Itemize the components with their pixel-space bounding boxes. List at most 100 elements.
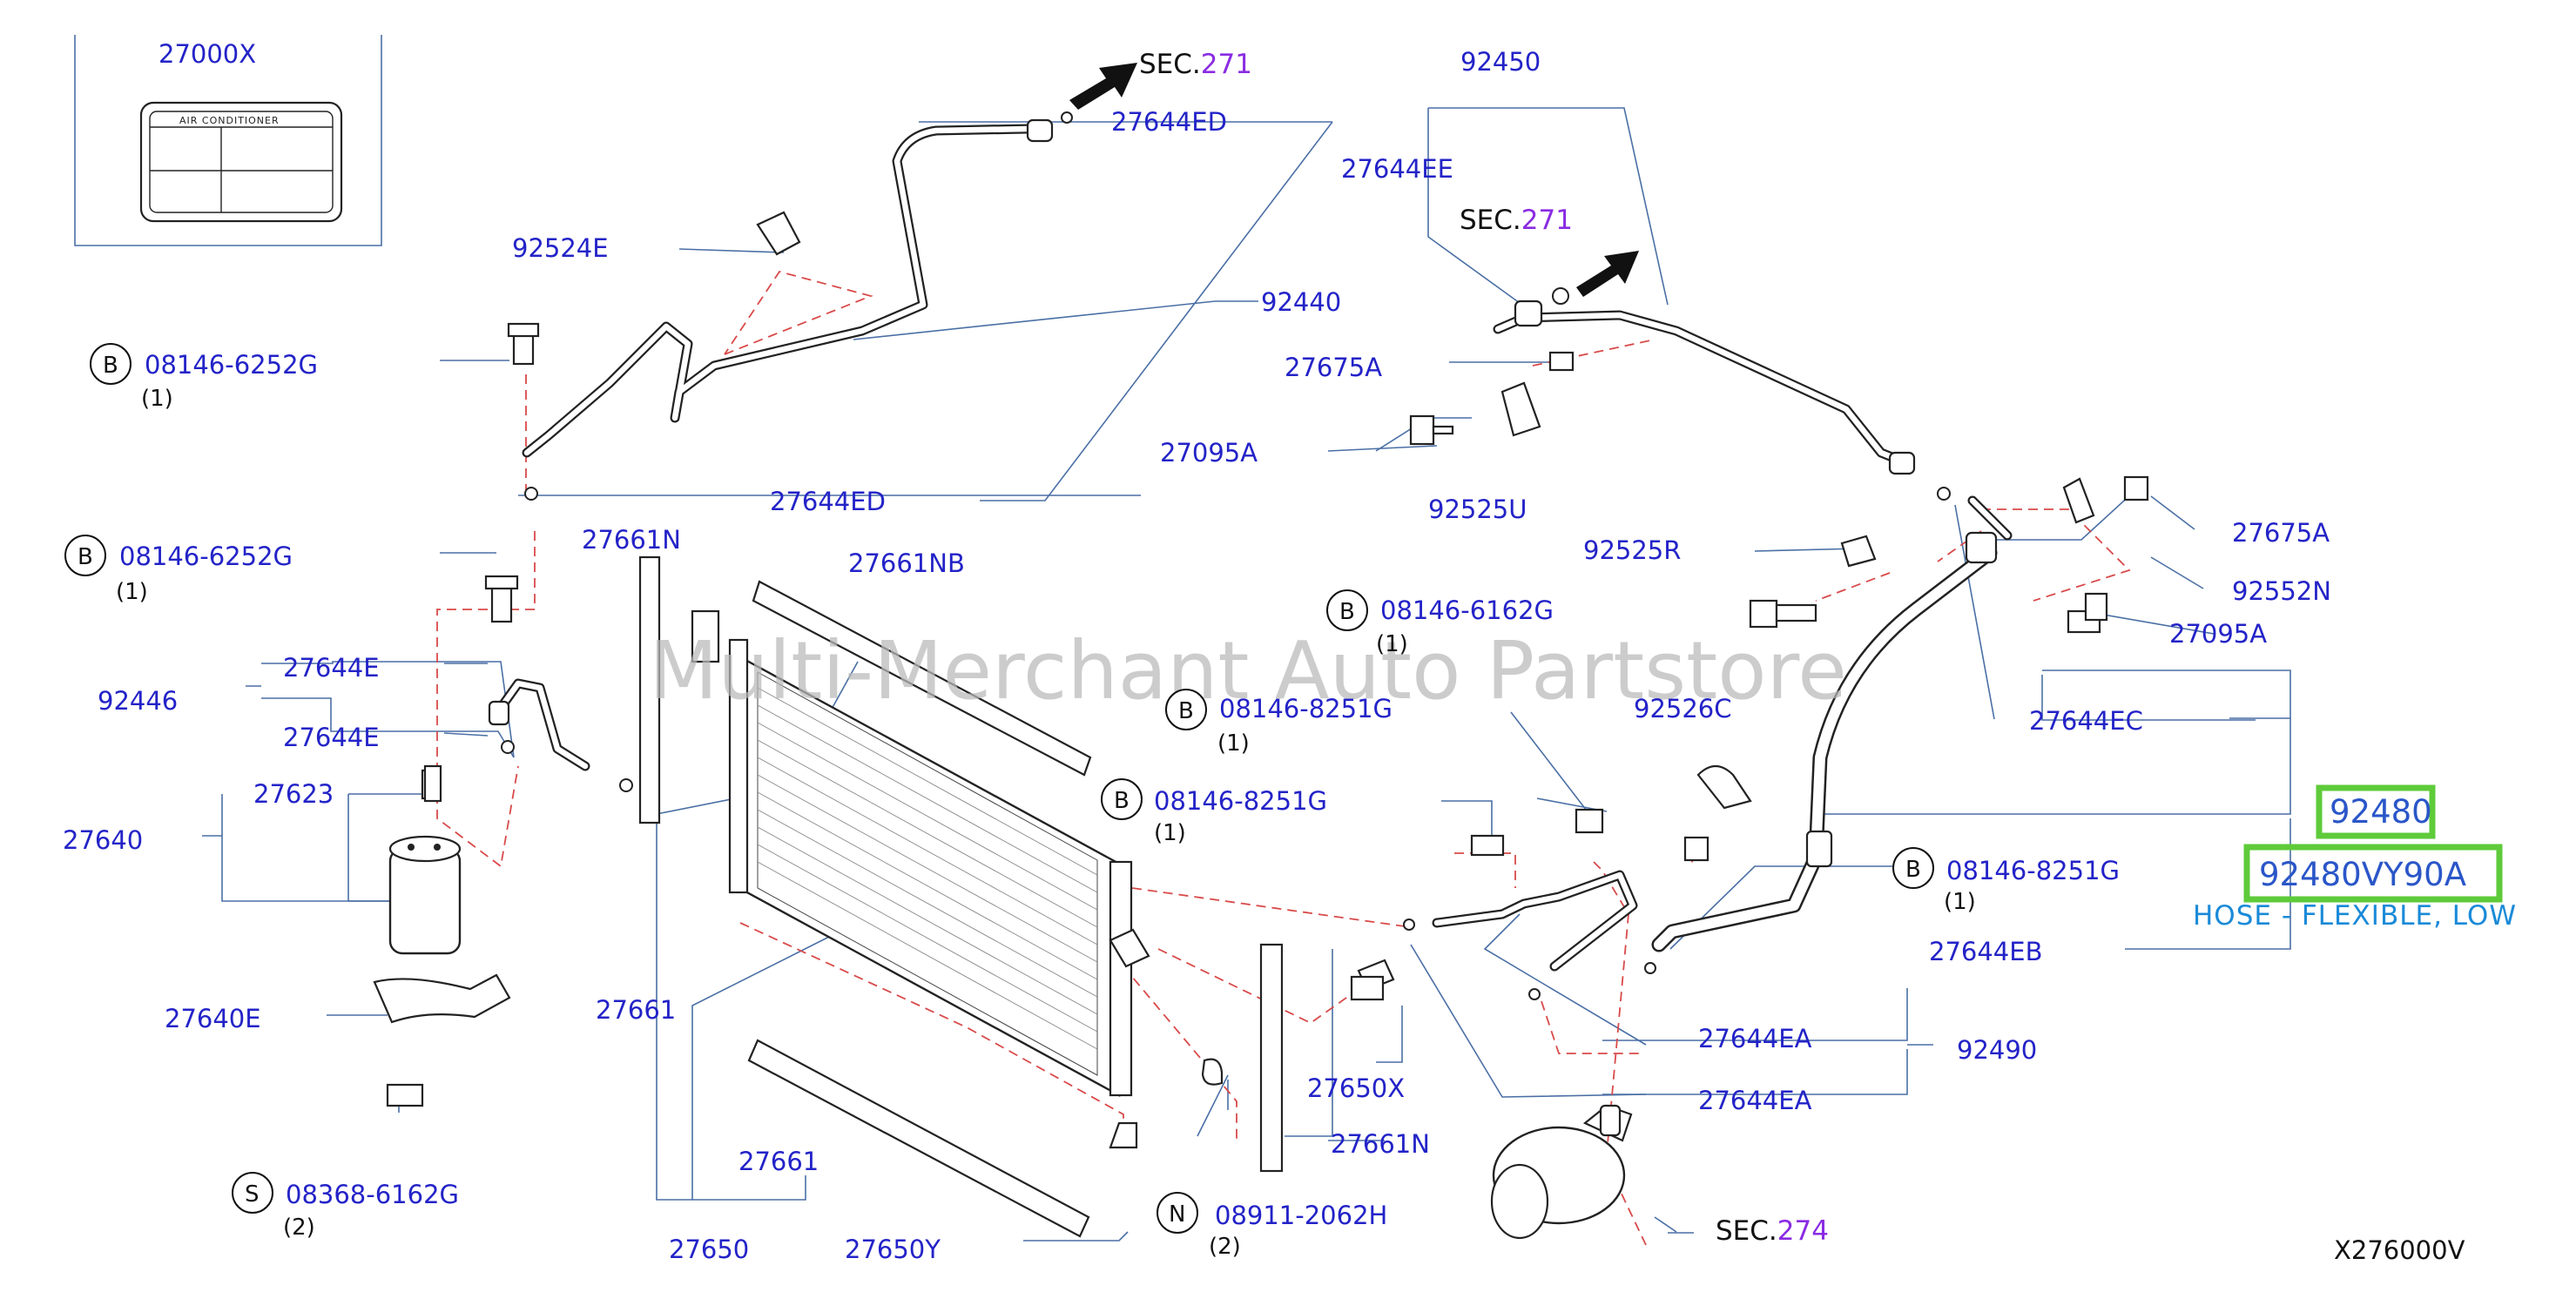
upper-seal-strip	[752, 580, 1092, 777]
part-label[interactable]: 27644EC	[2029, 706, 2143, 736]
bolt-icon	[2123, 475, 2149, 501]
pipe-92450	[1493, 299, 1916, 475]
fasteners	[386, 111, 2149, 1107]
part-label[interactable]: 27675A	[1285, 353, 1382, 382]
bolt-icon	[1575, 808, 1604, 834]
part-label[interactable]: 92450	[1460, 47, 1541, 77]
part-label[interactable]: 08146-6162G	[1380, 596, 1554, 625]
svg-text:N: N	[1169, 1201, 1185, 1228]
bolt-icon	[507, 322, 540, 366]
section-ref[interactable]: SEC.274	[1716, 1215, 1829, 1247]
side-seal-left	[638, 555, 661, 824]
part-label[interactable]: 27640E	[165, 1004, 261, 1033]
arrow-icon	[1069, 63, 1137, 110]
part-label[interactable]: 27644ED	[770, 487, 886, 516]
part-label[interactable]: 27661NB	[848, 548, 965, 578]
letter-badges: B (1) B (1) B (1) B (1) B (1) B (1)	[64, 343, 1976, 1260]
badge-b: B (1)	[1892, 847, 1976, 915]
badge-b: B (1)	[1101, 778, 1186, 846]
part-label[interactable]: 27095A	[2169, 619, 2267, 649]
hose-92480	[1651, 495, 2013, 952]
pipe-92446	[488, 678, 590, 771]
part-label[interactable]: 27675A	[2232, 518, 2330, 548]
part-label[interactable]: 92440	[1261, 287, 1341, 317]
part-label[interactable]: 27650Y	[845, 1235, 941, 1264]
lower-seal-strip	[747, 1039, 1090, 1238]
label-sticker: 27000X AIR CONDITIONER	[74, 35, 382, 246]
arrow-icon	[1576, 251, 1639, 297]
part-label[interactable]: 08146-6252G	[145, 350, 318, 380]
badge-b: B (1)	[64, 535, 148, 605]
part-label[interactable]: 08368-6162G	[286, 1180, 459, 1209]
svg-text:(1): (1)	[1376, 631, 1408, 657]
section-ref[interactable]: SEC.271	[1139, 49, 1252, 80]
clip-icon	[1109, 928, 1150, 968]
part-label[interactable]: 27661N	[1331, 1129, 1430, 1159]
part-label[interactable]: 27623	[253, 779, 334, 809]
part-label[interactable]: 27650	[669, 1235, 749, 1264]
part-label[interactable]: 27095A	[1160, 438, 1258, 468]
part-label[interactable]: 27661	[596, 995, 676, 1025]
svg-text:(2): (2)	[283, 1215, 315, 1241]
part-label[interactable]: 27650X	[1307, 1073, 1405, 1103]
bolt-icon	[2067, 592, 2108, 634]
part-label[interactable]: 92446	[98, 686, 178, 716]
watermark: Multi-Merchant Auto Partstore	[649, 624, 1847, 717]
part-label[interactable]: 92525R	[1583, 535, 1681, 565]
part-label[interactable]: 92490	[1957, 1035, 2037, 1065]
part-label[interactable]: 08146-6252G	[119, 542, 293, 571]
part-label[interactable]: 27644E	[283, 723, 380, 752]
svg-text:S: S	[245, 1181, 260, 1208]
part-label[interactable]: 92524E	[512, 233, 609, 263]
clip-icon	[756, 211, 801, 256]
pipe-92490	[1432, 870, 1638, 972]
clip-icon	[2062, 477, 2095, 524]
part-labels: 27644ED 92450 92524E 27644EE 92440 08146…	[63, 47, 2331, 1264]
bolt-icon	[386, 1083, 424, 1107]
badge-s: S (2)	[232, 1172, 315, 1241]
ac-sticker-icon	[139, 101, 343, 223]
part-label[interactable]: 92552N	[2232, 576, 2331, 606]
part-label[interactable]: 27644E	[283, 653, 380, 683]
part-label[interactable]: 92526C	[1634, 694, 1732, 723]
part-label[interactable]: 08911-2062H	[1215, 1201, 1387, 1230]
badge-n: N (2)	[1157, 1192, 1241, 1260]
svg-text:B: B	[1178, 698, 1194, 724]
part-label[interactable]: 27644EA	[1698, 1024, 1812, 1053]
pipe-92440	[522, 118, 1054, 458]
sticker-caption: AIR CONDITIONER	[179, 115, 280, 126]
condenser-assembly	[638, 555, 1395, 1238]
part-label[interactable]: 08146-8251G	[1154, 786, 1327, 816]
svg-text:B: B	[1905, 857, 1921, 883]
part-label[interactable]: 27644EE	[1341, 154, 1453, 184]
part-label[interactable]: 27644EB	[1929, 937, 2042, 966]
part-label[interactable]: 27644ED	[1111, 107, 1227, 137]
section-arrows	[1069, 63, 1639, 297]
part-label[interactable]: 08146-8251G	[1219, 694, 1393, 723]
badge-b: B (1)	[1326, 589, 1408, 657]
bolt-icon	[1409, 414, 1454, 446]
bolt-icon	[1470, 834, 1505, 857]
clip-icon	[1696, 764, 1752, 810]
part-label[interactable]: 27661N	[582, 525, 681, 555]
part-label-27000X: 27000X	[158, 39, 256, 69]
highlight-part-number[interactable]: 92480	[2330, 793, 2432, 831]
svg-text:(1): (1)	[1217, 730, 1250, 757]
badge-b: B (1)	[1165, 689, 1250, 757]
part-label[interactable]: 27640	[63, 825, 143, 855]
receiver-drier	[373, 769, 511, 1024]
svg-text:(1): (1)	[141, 386, 173, 412]
svg-text:(1): (1)	[1944, 889, 1976, 915]
part-label[interactable]: 27644EA	[1698, 1086, 1812, 1115]
bolt-icon	[1548, 351, 1575, 372]
highlight-variant-number[interactable]: 92480VY90A	[2259, 856, 2466, 893]
part-label[interactable]: 92525U	[1428, 495, 1527, 524]
compressor	[1490, 1104, 1633, 1240]
part-label[interactable]: 08146-8251G	[1946, 856, 2120, 885]
part-label[interactable]: 27661	[738, 1147, 819, 1176]
highlight-description: HOSE - FLEXIBLE, LOW	[2193, 900, 2517, 932]
section-ref[interactable]: SEC.271	[1460, 205, 1573, 236]
bolt-icon	[1749, 599, 1817, 629]
